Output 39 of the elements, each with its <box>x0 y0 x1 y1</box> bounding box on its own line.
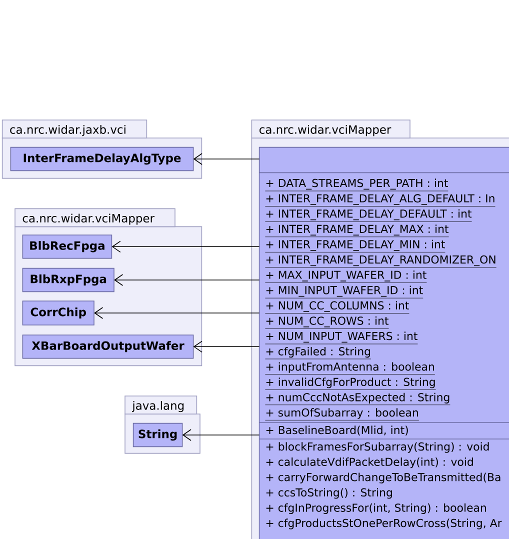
attribute-text: + NUM_CC_ROWS : int <box>265 316 389 329</box>
class-box: String <box>132 422 183 448</box>
method-text: + cfgProductsStOnePerRowCross(String, Ar <box>266 518 502 530</box>
constructor-text: + BaselineBoard(Mlid, int) <box>266 426 408 436</box>
class-box: BlbRxpFpga <box>22 268 114 292</box>
association-arrow <box>182 429 260 441</box>
method-text: + cfgInProgressFor(int, String) : boolean <box>266 503 486 514</box>
attribute-text: + NUM_INPUT_WAFERS : int <box>265 332 418 344</box>
attribute-text: + MAX_INPUT_WAFER_ID : int <box>265 270 427 283</box>
association-arrow <box>193 340 260 353</box>
attribute-text: + INTER_FRAME_DELAY_ALG_DEFAULT : In <box>265 194 496 206</box>
attribute-text: + INTER_FRAME_DELAY_RANDOMIZER_ON <box>265 255 497 268</box>
attribute-text: + sumOfSubarray : boolean <box>265 408 420 420</box>
association-arrow <box>112 240 260 253</box>
attribute-text: + MIN_INPUT_WAFER_ID : int <box>265 286 424 298</box>
class-box: InterFrameDelayAlgType <box>10 146 194 172</box>
association-arrow <box>114 274 260 286</box>
node-label: ca.nrc.widar.jaxb.vci <box>10 125 126 136</box>
attribute-text: + INTER_FRAME_DELAY_DEFAULT : int <box>265 209 472 222</box>
method-text: + ccsToString() : String <box>266 488 392 499</box>
association-arrow <box>193 153 260 165</box>
attribute-text: + NUM_CC_COLUMNS : int <box>265 301 410 314</box>
class-box: XBarBoardOutputWafer <box>22 334 194 359</box>
attribute-text: + cfgFailed : String <box>265 346 372 360</box>
class-box: CorrChip <box>22 300 94 326</box>
association-arrow <box>94 307 260 319</box>
node-label: ca.nrc.widar.vciMapper <box>260 125 392 136</box>
attribute-text: + INTER_FRAME_DELAY_MIN : int <box>265 240 446 252</box>
attribute-text: + INTER_FRAME_DELAY_MAX : int <box>265 224 449 238</box>
attribute-text: + invalidCfgForProduct : String <box>265 378 436 390</box>
node-label: ca.nrc.widar.vciMapper <box>22 214 154 225</box>
attribute-text: + numCccNotAsExpected : String <box>265 392 450 406</box>
class-box: BlbRecFpga <box>22 234 112 259</box>
method-text: + calculateVdifPacketDelay(int) : void <box>266 457 473 468</box>
attribute-text: + inputFromAntenna : boolean <box>265 362 436 374</box>
method-text: + carryForwardChangeToBeTransmitted(Ba <box>266 472 500 484</box>
method-text: + blockFramesForSubarray(String) : void <box>266 442 489 453</box>
attribute-text: + DATA_STREAMS_PER_PATH : int <box>265 178 448 192</box>
node-label: java.lang <box>132 400 184 412</box>
